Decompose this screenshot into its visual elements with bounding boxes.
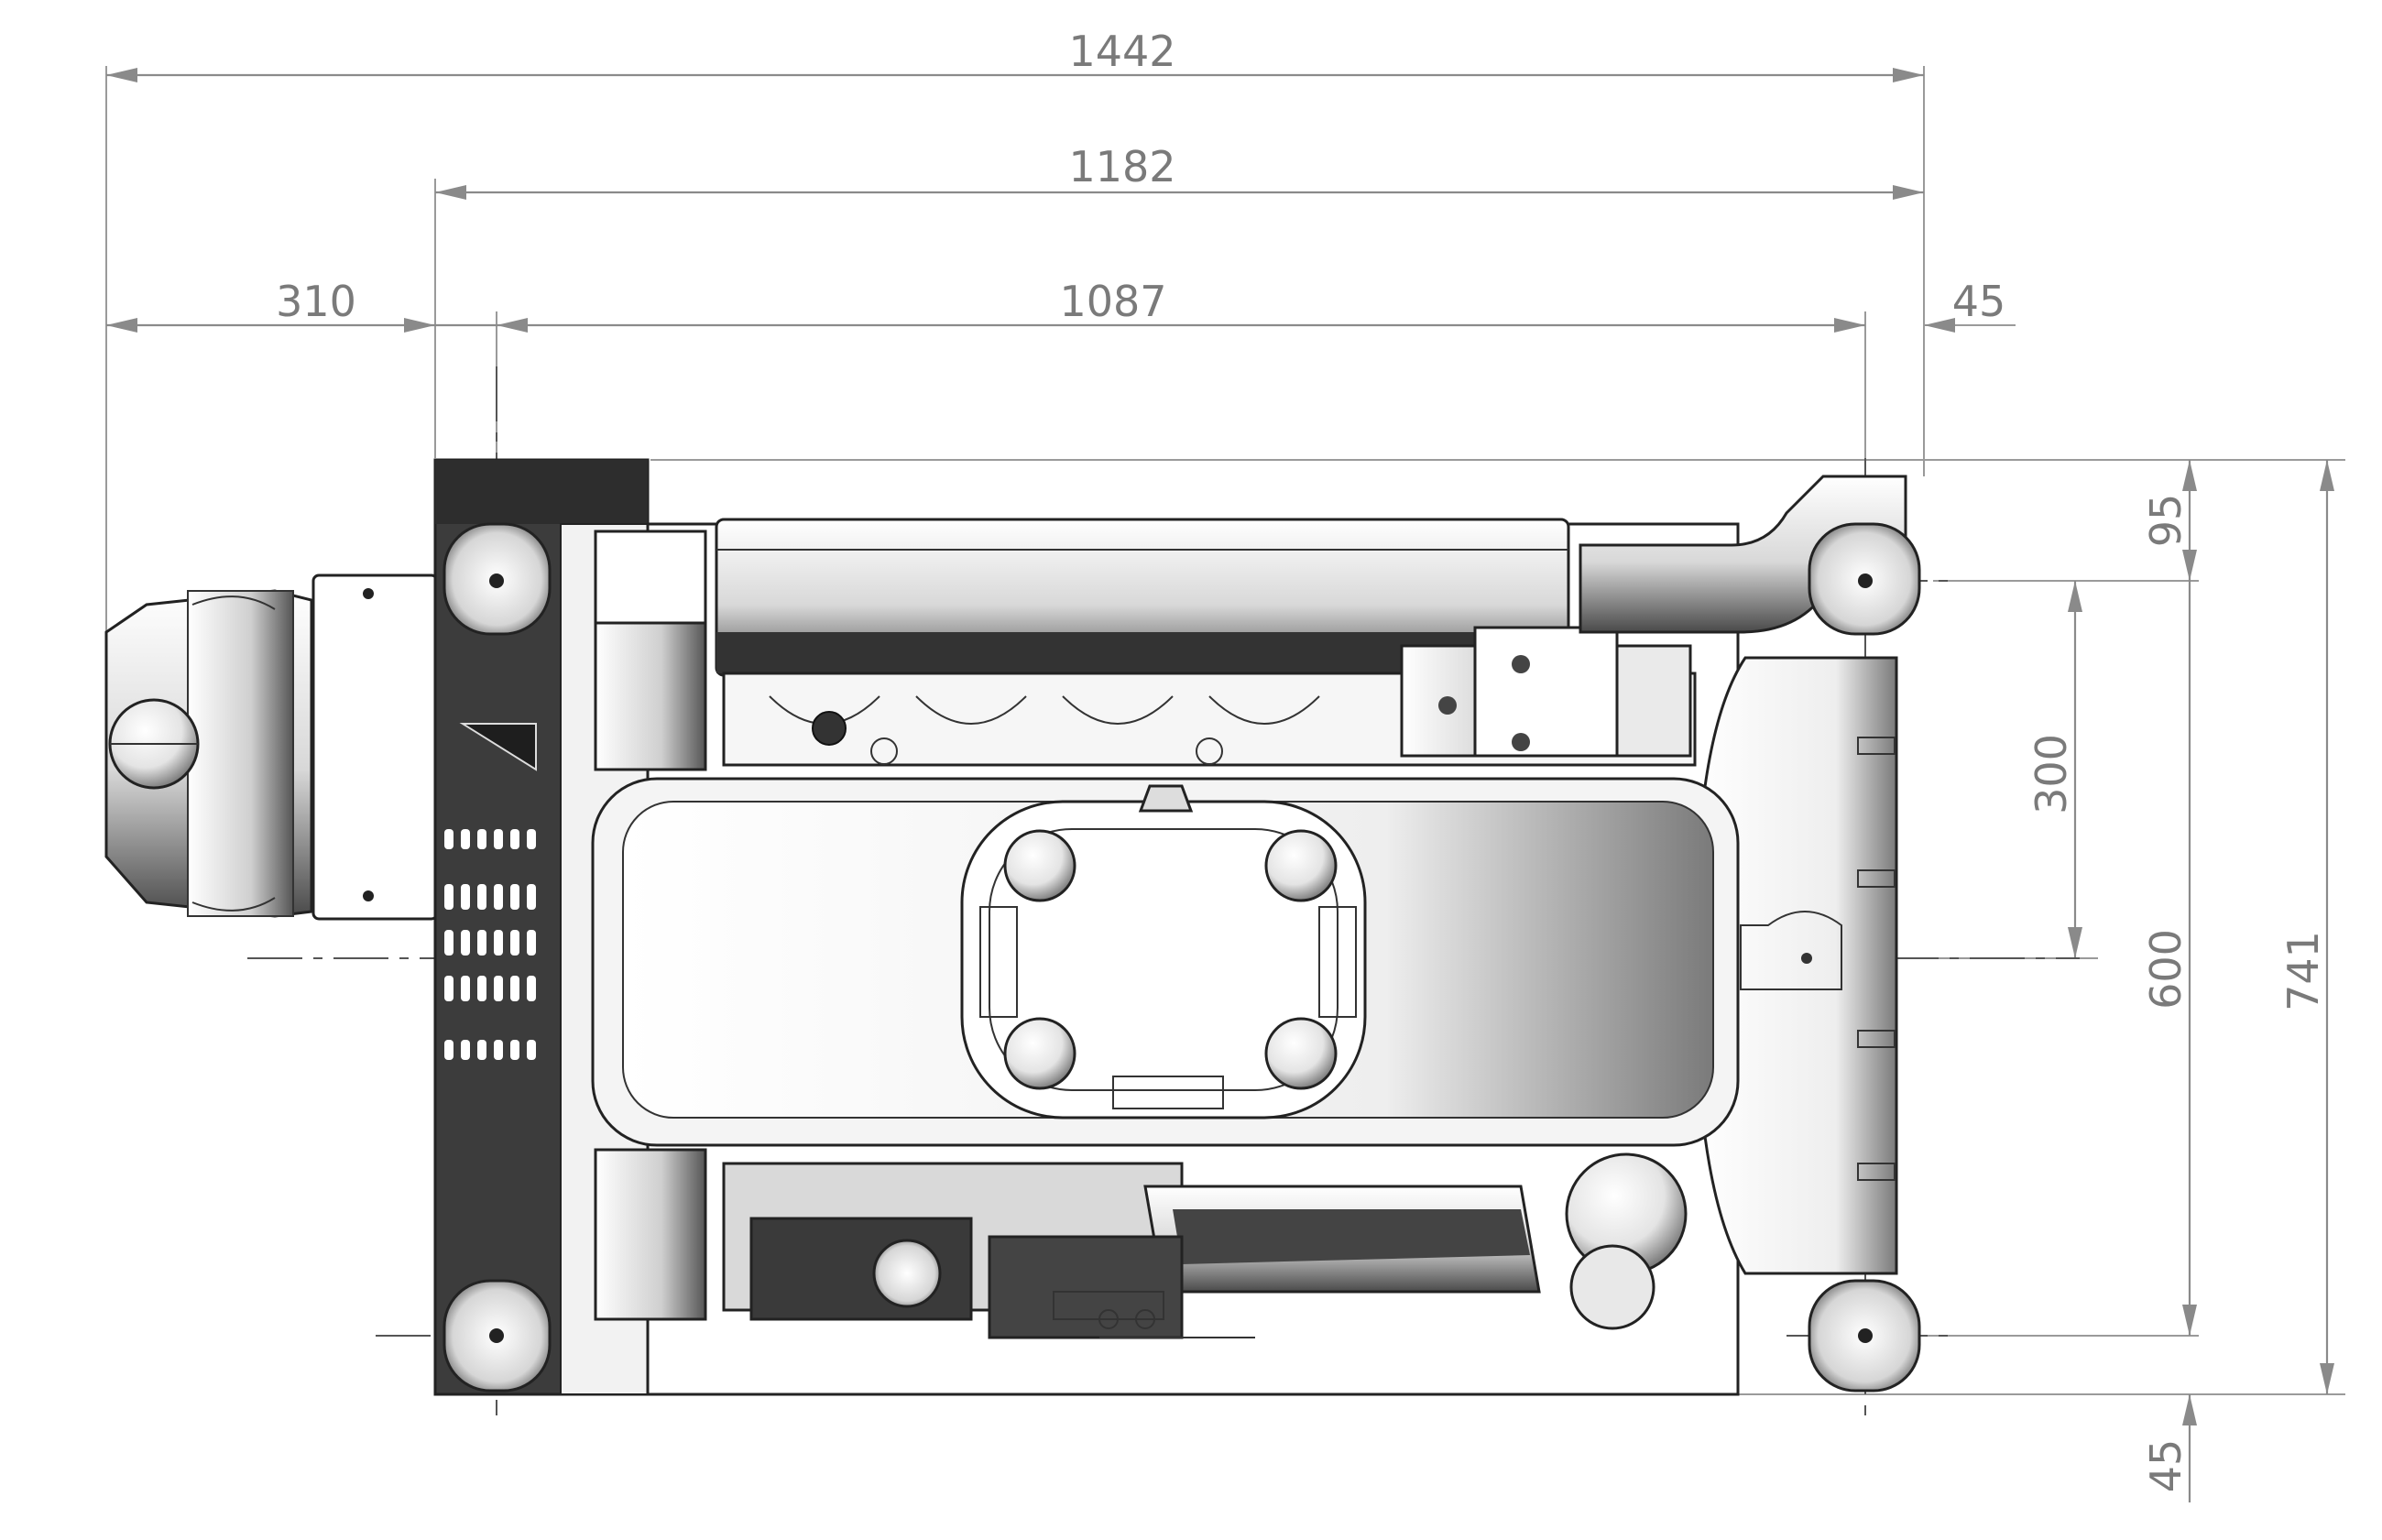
dim-mount-spacing: 1087: [1059, 277, 1166, 326]
dim-overall-length: 1442: [1068, 27, 1175, 76]
injection-pump: [722, 1162, 1541, 1339]
air-filter: [104, 573, 439, 921]
engine-mounts: [443, 522, 1921, 1393]
dim-engine-length: 1182: [1068, 142, 1175, 191]
front-pulley: [594, 530, 707, 1321]
dim-half-width: 300: [2027, 734, 2076, 814]
oil-filter: [1565, 1152, 1688, 1330]
dim-bottom-offset: 45: [2141, 1439, 2191, 1493]
dim-overall-width: 741: [2278, 931, 2328, 1011]
mount-front-top: [443, 522, 552, 636]
starter-motor: [1400, 626, 1692, 758]
dim-rear-overhang: 45: [1952, 277, 2006, 326]
dim-front-overhang: 310: [276, 277, 356, 326]
mount-rear-top: [1808, 522, 1921, 636]
engine-body: [104, 458, 1907, 1396]
dimension-labels: 1442 1182 310 1087 45 95 300 600 741 45: [276, 27, 2328, 1492]
dim-mount-width: 600: [2141, 929, 2191, 1010]
oil-pan: [591, 777, 1740, 1147]
mount-front-bottom: [443, 1279, 552, 1393]
dim-top-offset: 95: [2141, 494, 2191, 548]
mount-rear-bottom: [1808, 1279, 1921, 1393]
